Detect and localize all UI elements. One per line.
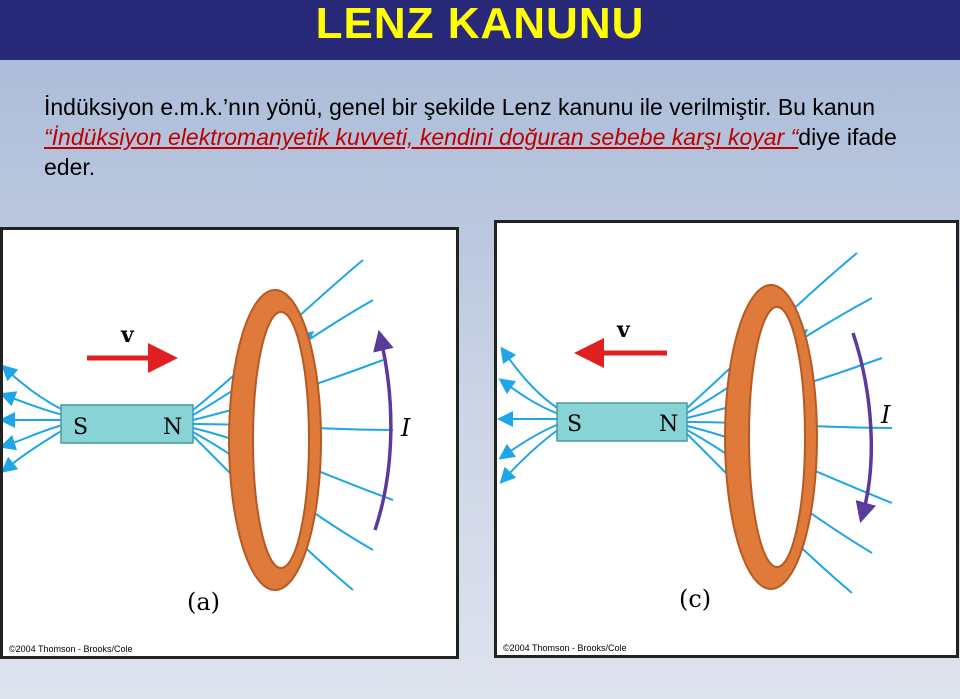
figure-a-diagram: S N v I (a) [3, 259, 411, 616]
paragraph-quote: “İndüksiyon elektromanyetik kuvveti, ken… [44, 124, 799, 150]
body-paragraph: İndüksiyon e.m.k.’nın yönü, genel bir şe… [44, 92, 944, 182]
copyright-note: ©2004 Thomson - Brooks/Cole [9, 644, 133, 654]
field-lines-left [497, 346, 560, 484]
figure-c-diagram: S N v I (c) [497, 252, 893, 613]
figure-caption: (a) [187, 588, 220, 616]
velocity-label: v [616, 317, 631, 343]
title-bar [0, 0, 960, 60]
current-arrow [373, 329, 394, 531]
paragraph-intro: İndüksiyon e.m.k.’nın yönü, genel bir şe… [44, 94, 876, 120]
field-lines-left [3, 364, 64, 474]
figure-c-panel: S N v I (c) ©2004 Thomson - Brooks/Cole [494, 220, 959, 658]
paragraph-ending: diye ifade eder. [44, 124, 897, 180]
magnet-north-label: N [163, 415, 182, 440]
current-arrow [851, 332, 876, 524]
copyright-note: ©2004 Thomson - Brooks/Cole [503, 643, 627, 653]
current-label: I [400, 414, 411, 442]
figure-a-panel: S N v I (a) ©2004 Thomson [0, 227, 459, 659]
magnet-north-label: N [659, 412, 678, 437]
figure-caption: (c) [679, 585, 711, 613]
velocity-label: v [120, 322, 135, 348]
slide-title: LENZ KANUNU [315, 0, 645, 48]
current-label: I [880, 401, 891, 429]
conducting-ring [724, 284, 818, 590]
magnet-south-label: S [73, 415, 88, 440]
bar-magnet [556, 402, 688, 442]
conducting-ring [228, 289, 322, 591]
magnet-south-label: S [567, 412, 582, 437]
